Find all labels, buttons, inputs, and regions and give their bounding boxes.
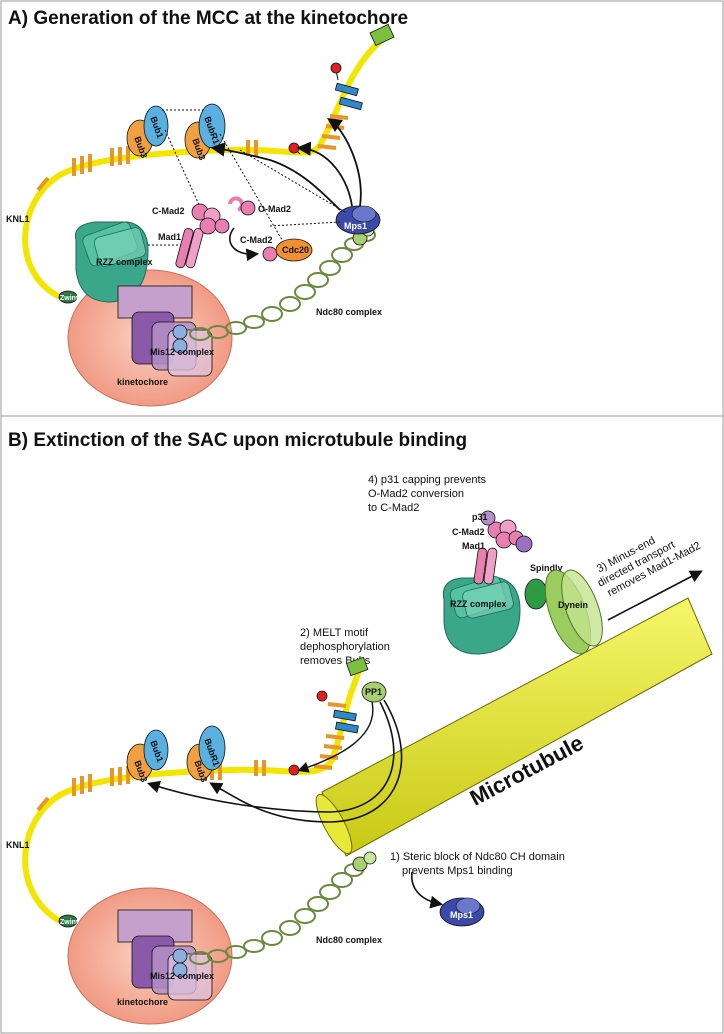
- conversion-arrow: [229, 227, 260, 262]
- knl1-label: KNL1: [6, 840, 30, 850]
- cdc20: [275, 238, 313, 262]
- pp1-dephospho-arrow: [146, 701, 395, 813]
- spindly-label: Spindly: [530, 563, 563, 573]
- phosphate-icon: [316, 690, 328, 702]
- mad1-cmad2: [175, 203, 230, 269]
- pp1-dephospho-arrow: [209, 699, 403, 823]
- mps1-phospho-arrow: [210, 142, 341, 211]
- o-mad2-tail: [228, 196, 244, 212]
- phosphate-icon: [330, 62, 342, 74]
- spindly: [524, 578, 548, 610]
- ndc80-label: Ndc80 complex: [316, 307, 382, 317]
- melt-motif: [325, 124, 345, 130]
- bubr1-bub3-right: [184, 103, 226, 159]
- mis12-label: Mis12 complex: [150, 971, 214, 981]
- pp1-dephospho-arrow: [297, 701, 374, 773]
- knl1-n-terminus: [369, 23, 395, 47]
- mad1-cmad2-p31: [473, 510, 533, 585]
- release-arrow: [411, 871, 444, 909]
- panel-a-title: A) Generation of the MCC at the kinetoch…: [8, 8, 408, 29]
- step4-note-line2: O-Mad2 conversion: [368, 488, 464, 500]
- mps1-phospho-arrow: [327, 117, 362, 207]
- melt-motif: [319, 754, 339, 760]
- mps1-label: Mps1: [344, 221, 367, 231]
- motif-blue-bar: [338, 96, 363, 111]
- rzz-label: RZZ complex: [96, 257, 153, 267]
- melt-motif: [325, 734, 345, 740]
- mps1-phospho-arrow: [296, 141, 353, 207]
- zwint-label: Zwint: [60, 919, 79, 926]
- o-mad2: [240, 200, 256, 216]
- melt-motif: [317, 144, 337, 150]
- mis12-complex: [117, 285, 213, 377]
- melt-motif: [329, 114, 349, 120]
- rzz-complex: [74, 221, 149, 303]
- step2-note-line1: 2) MELT motif: [300, 627, 369, 639]
- c-mad2-label: C-Mad2: [452, 527, 485, 537]
- knl1-n-terminus: [345, 656, 369, 677]
- bub1-bub3-left: [126, 729, 169, 781]
- o-mad2-label: O-Mad2: [258, 204, 291, 214]
- step4-note-line3: to C-Mad2: [368, 502, 419, 514]
- pp1-label: PP1: [365, 687, 382, 697]
- kinetochore-label: kinetochore: [117, 377, 168, 387]
- melt-motif: [36, 176, 50, 192]
- c-mad2-cdc20-label: C-Mad2: [240, 235, 273, 245]
- dynein-label: Dynein: [558, 600, 588, 610]
- melt-motif: [36, 796, 50, 812]
- microtubule: [315, 597, 713, 857]
- ndc80-complex: [189, 863, 364, 965]
- step4-note-line1: 4) p31 capping prevents: [368, 474, 487, 486]
- ndc80-complex: [189, 228, 376, 341]
- step1-note-line1: 1) Steric block of Ndc80 CH domain: [390, 851, 565, 863]
- melt-motif: [313, 764, 333, 770]
- kinetochore-label: kinetochore: [117, 997, 168, 1007]
- step2-note-line2: dephosphorylation: [300, 641, 390, 653]
- motif-blue-bar: [333, 709, 357, 722]
- rzz-complex: [442, 575, 521, 655]
- phosphate-icon: [288, 764, 300, 776]
- step1-note-line2: prevents Mps1 binding: [402, 865, 513, 877]
- ndc80-label: Ndc80 complex: [316, 935, 382, 945]
- melt-motif: [321, 134, 341, 140]
- c-mad2-bound: [262, 246, 278, 262]
- mis12-label: Mis12 complex: [150, 347, 214, 357]
- transport-arrow: [607, 570, 703, 621]
- knl1-label: KNL1: [6, 214, 30, 224]
- mad1-label: Mad1: [158, 232, 181, 242]
- p31-label: p31: [472, 512, 488, 522]
- zwint: [58, 914, 78, 928]
- phosphate-icon: [288, 142, 300, 154]
- panel-b: B) Extinction of the SAC upon microtubul…: [6, 430, 713, 1025]
- zwint: [58, 290, 78, 304]
- melt-motif: [323, 744, 343, 750]
- ndc80-ch-domain: [352, 856, 368, 872]
- dynein: [544, 569, 603, 655]
- pp1: [361, 681, 387, 703]
- c-mad2-label: C-Mad2: [152, 206, 185, 216]
- zwint-label: Zwint: [60, 295, 79, 302]
- motif-blue-bar: [334, 82, 359, 97]
- mis12-complex: [117, 909, 213, 1001]
- nuf2-ch-domain: [363, 851, 377, 865]
- bub1-bub3-left: [126, 105, 169, 157]
- panel-b-title: B) Extinction of the SAC upon microtubul…: [8, 430, 467, 451]
- rzz-label: RZZ complex: [450, 599, 507, 609]
- bubr1-bub3-right: [186, 725, 226, 781]
- cdc20-label: Cdc20: [282, 245, 309, 255]
- mps1-label: Mps1: [450, 910, 473, 920]
- melt-motif: [327, 702, 347, 708]
- motif-blue-bar: [335, 721, 359, 734]
- interaction-lines: [148, 109, 346, 246]
- panel-a: A) Generation of the MCC at the kinetoch…: [6, 8, 408, 407]
- knl1-strand: [22, 665, 363, 923]
- mad1-label: Mad1: [462, 541, 485, 551]
